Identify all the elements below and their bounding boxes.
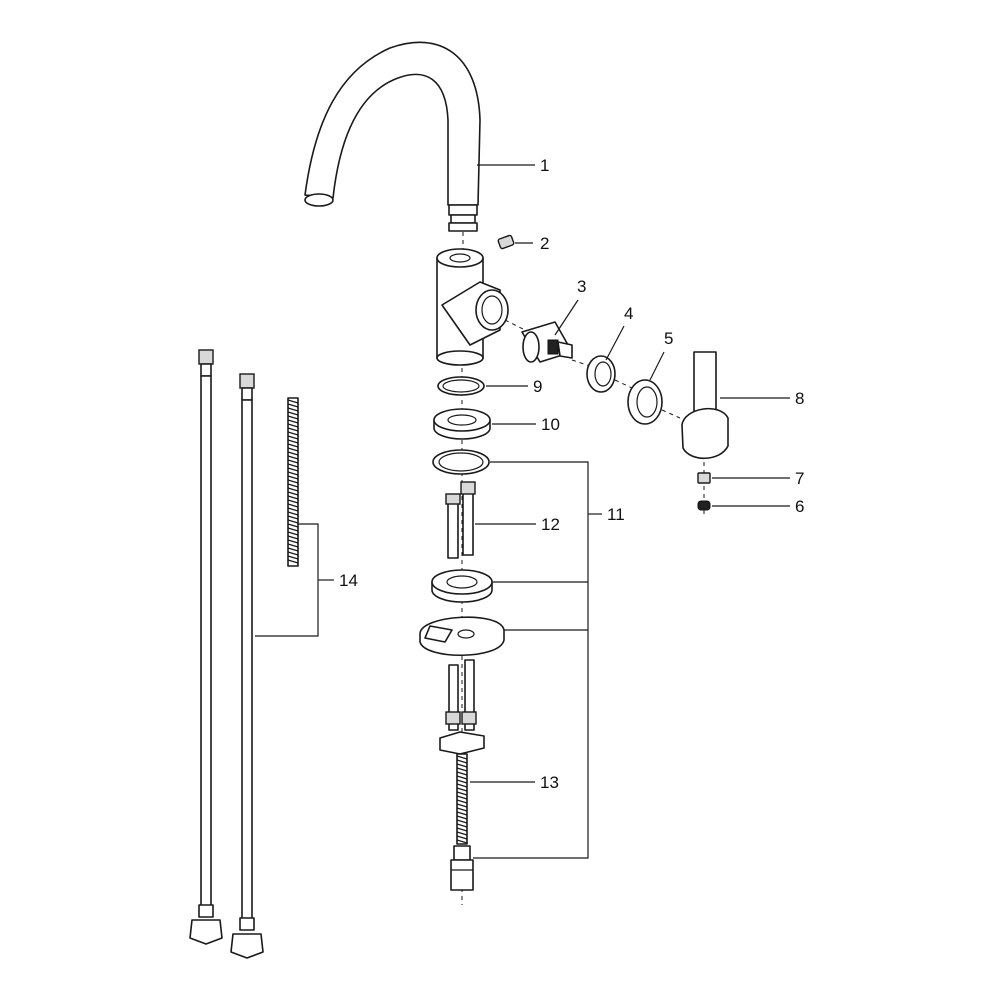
part-6-plug <box>697 500 711 511</box>
leader-lines <box>255 164 790 859</box>
callout-6: 6 <box>795 497 804 516</box>
part-14-hose-right <box>230 373 264 959</box>
part-9-o-ring <box>437 376 485 396</box>
callout-3: 3 <box>577 277 586 296</box>
part-11-mounting-nut <box>450 845 474 891</box>
part-11-gasket <box>432 449 490 475</box>
callout-7: 7 <box>795 469 804 488</box>
part-14-hose-left <box>189 349 223 945</box>
part-13-threaded-rod <box>456 753 468 845</box>
part-3-cartridge <box>504 319 573 363</box>
part-11-washer <box>431 569 493 603</box>
part-1-spout <box>304 41 481 232</box>
part-11-horseshoe-washer <box>419 616 505 657</box>
part-12-supply-tubes <box>445 481 476 559</box>
callout-1: 1 <box>540 156 549 175</box>
part-14-threaded-rod <box>287 397 299 567</box>
part-10-base-plate <box>433 408 491 440</box>
callout-10: 10 <box>541 415 560 434</box>
callout-4: 4 <box>624 304 633 323</box>
part-2-set-screw <box>497 234 515 250</box>
callout-5: 5 <box>664 329 673 348</box>
part-7-screw <box>697 472 711 484</box>
callout-14: 14 <box>339 571 358 590</box>
callout-8: 8 <box>795 389 804 408</box>
part-4-ring <box>571 355 616 393</box>
faucet-body <box>436 248 509 366</box>
callout-2: 2 <box>540 234 549 253</box>
callout-labels: 1 2 3 4 5 6 7 8 9 10 11 12 13 14 <box>339 156 804 792</box>
lower-tube-assembly <box>439 659 485 755</box>
callout-13: 13 <box>540 773 559 792</box>
callout-11: 11 <box>607 505 625 524</box>
callout-9: 9 <box>533 377 542 396</box>
part-5-cap <box>614 379 663 425</box>
callout-12: 12 <box>541 515 560 534</box>
part-8-lever-handle <box>661 351 729 460</box>
